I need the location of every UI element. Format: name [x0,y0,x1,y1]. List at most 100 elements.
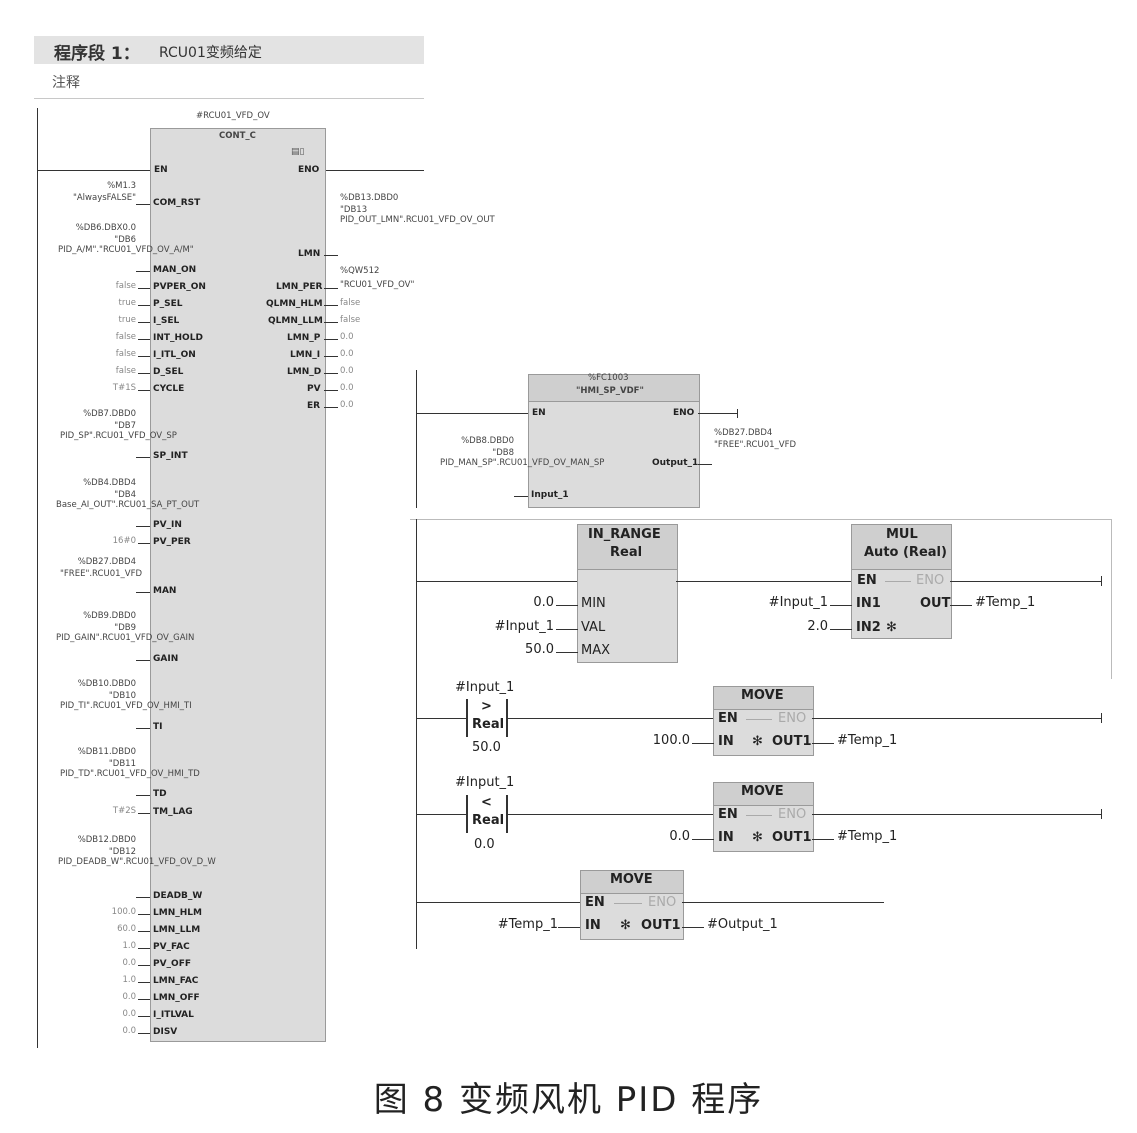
mul-type[interactable]: Auto (Real) [864,545,947,560]
move-out-en-pin[interactable]: EN [585,895,605,910]
in-range-val-pin[interactable]: VAL [581,620,606,635]
lt-type[interactable]: Real [472,813,505,828]
man-tag[interactable]: "FREE".RCU01_VFD [60,569,143,579]
move-out-box[interactable] [580,870,684,940]
pvper-on-value[interactable]: false [115,281,136,291]
qlmn-hlm-value[interactable]: false [340,298,361,308]
lmn-i-value[interactable]: 0.0 [340,349,354,359]
pin-lmn[interactable]: LMN [298,249,321,259]
mul-in2-value[interactable]: 2.0 [807,619,828,634]
man-on-tag[interactable]: "DB6 PID_A/M"."RCU01_VFD_OV_A/M" [58,235,194,255]
in-range-max-pin[interactable]: MAX [581,643,611,658]
move-out-in-pin[interactable]: IN [585,918,601,933]
move-lt-in-pin[interactable]: IN [718,830,734,845]
i-sel-value[interactable]: true [118,315,136,325]
in-range-box[interactable] [577,524,678,663]
move-lt-add-icon[interactable]: ✻ [752,830,763,845]
pin-lmn-llm[interactable]: LMN_LLM [153,925,201,935]
pin-p-sel[interactable]: P_SEL [153,299,183,309]
in-range-min-value[interactable]: 0.0 [533,595,554,610]
pin-lmn-p[interactable]: LMN_P [287,333,321,343]
lt-var[interactable]: #Input_1 [455,775,515,790]
pin-pvper-on[interactable]: PVPER_ON [153,282,206,292]
tm-lag-value[interactable]: T#2S [112,806,136,816]
lmn-llm-value[interactable]: 60.0 [117,924,136,934]
mul-en-pin[interactable]: EN [857,573,877,588]
cycle-value[interactable]: T#1S [112,383,136,393]
pv-value[interactable]: 0.0 [340,383,354,393]
lmn-hlm-value[interactable]: 100.0 [111,907,136,917]
move-lt-in-value[interactable]: 0.0 [669,829,690,844]
cont-c-block[interactable]: CONT_C ▤▯ [150,128,326,1042]
in-range-max-value[interactable]: 50.0 [525,642,554,657]
pin-i-itlval[interactable]: I_ITLVAL [153,1010,194,1020]
in-range-min-pin[interactable]: MIN [581,596,606,611]
add-input-icon[interactable]: ✻ [886,620,897,635]
network-header[interactable]: 程序段 1： RCU01变频给定 [34,36,424,64]
pin-er[interactable]: ER [307,401,321,411]
pin-pv-fac[interactable]: PV_FAC [153,942,190,952]
mul-in2-pin[interactable]: IN2 [856,620,881,635]
move-out-out-value[interactable]: #Output_1 [707,917,778,932]
gain-tag[interactable]: "DB9 PID_GAIN".RCU01_VFD_OV_GAIN [56,623,195,643]
pin-man-on[interactable]: MAN_ON [153,265,197,275]
pin-lmn-off[interactable]: LMN_OFF [153,993,200,1003]
pid-eno-pin[interactable]: ENO [298,165,320,175]
in-range-type[interactable]: Real [610,545,643,560]
move-gt-en-pin[interactable]: EN [718,711,738,726]
pin-sp-int[interactable]: SP_INT [153,451,188,461]
pin-qlmn-llm[interactable]: QLMN_LLM [268,316,323,326]
pin-pv-off[interactable]: PV_OFF [153,959,192,969]
td-tag[interactable]: "DB11 PID_TD".RCU01_VFD_OV_HMI_TD [60,759,200,779]
fc1003-en-pin[interactable]: EN [532,408,546,418]
lt-value[interactable]: 0.0 [474,837,495,852]
gt-value[interactable]: 50.0 [472,740,501,755]
pin-int-hold[interactable]: INT_HOLD [153,333,203,343]
fc1003-input-pin[interactable]: Input_1 [531,490,569,500]
pid-en-pin[interactable]: EN [154,165,168,175]
lmn-d-value[interactable]: 0.0 [340,366,354,376]
i-itlval-value[interactable]: 0.0 [122,1009,136,1019]
mul-out-value[interactable]: #Temp_1 [975,595,1036,610]
lmn-tag[interactable]: "DB13 PID_OUT_LMN".RCU01_VFD_OV_OUT [340,205,495,225]
in-range-val-value[interactable]: #Input_1 [494,619,554,634]
move-gt-box[interactable] [713,686,814,756]
mul-in1-pin[interactable]: IN1 [856,596,881,611]
fc1003-output-pin[interactable]: Output_1 [652,458,699,468]
move-lt-out-pin[interactable]: OUT1 [772,830,812,845]
fc1003-eno-pin[interactable]: ENO [673,408,695,418]
fc1003-input-tag[interactable]: "DB8 PID_MAN_SP".RCU01_VFD_OV_MAN_SP [440,448,605,468]
move-lt-box[interactable] [713,782,814,852]
pin-td[interactable]: TD [153,789,167,799]
pv-fac-value[interactable]: 1.0 [122,941,136,951]
pin-cycle[interactable]: CYCLE [153,384,185,394]
pin-i-sel[interactable]: I_SEL [153,316,180,326]
pin-deadb-w[interactable]: DEADB_W [153,891,203,901]
i-itl-on-value[interactable]: false [115,349,136,359]
pv-in-tag[interactable]: "DB4 Base_AI_OUT".RCU01_SA_PT_OUT [56,490,200,510]
move-gt-out-pin[interactable]: OUT1 [772,734,812,749]
mul-eno-pin[interactable]: ENO [916,573,945,588]
lmn-per-tag[interactable]: "RCU01_VFD_OV" [340,280,415,290]
pid-instance-name[interactable]: #RCU01_VFD_OV [196,111,270,121]
com-rst-tag[interactable]: "AlwaysFALSE" [72,193,136,203]
move-out-in-value[interactable]: #Temp_1 [497,917,558,932]
er-value[interactable]: 0.0 [340,400,354,410]
move-out-eno-pin[interactable]: ENO [648,895,677,910]
pv-off-value[interactable]: 0.0 [122,958,136,968]
move-gt-in-pin[interactable]: IN [718,734,734,749]
pin-lmn-hlm[interactable]: LMN_HLM [153,908,202,918]
network-comment[interactable]: 注释 [34,66,424,99]
deadb-w-tag[interactable]: "DB12 PID_DEADB_W".RCU01_VFD_OV_D_W [58,847,216,867]
move-lt-en-pin[interactable]: EN [718,807,738,822]
qlmn-llm-value[interactable]: false [340,315,361,325]
disv-value[interactable]: 0.0 [122,1026,136,1036]
pin-pv-per[interactable]: PV_PER [153,537,191,547]
gt-var[interactable]: #Input_1 [455,680,515,695]
pin-gain[interactable]: GAIN [153,654,179,664]
lmn-fac-value[interactable]: 1.0 [122,975,136,985]
pin-lmn-d[interactable]: LMN_D [287,367,322,377]
fc1003-name[interactable]: "HMI_SP_VDF" [576,386,644,396]
pin-pv-in[interactable]: PV_IN [153,520,182,530]
fc1003-output-tag[interactable]: "FREE".RCU01_VFD [714,440,797,450]
